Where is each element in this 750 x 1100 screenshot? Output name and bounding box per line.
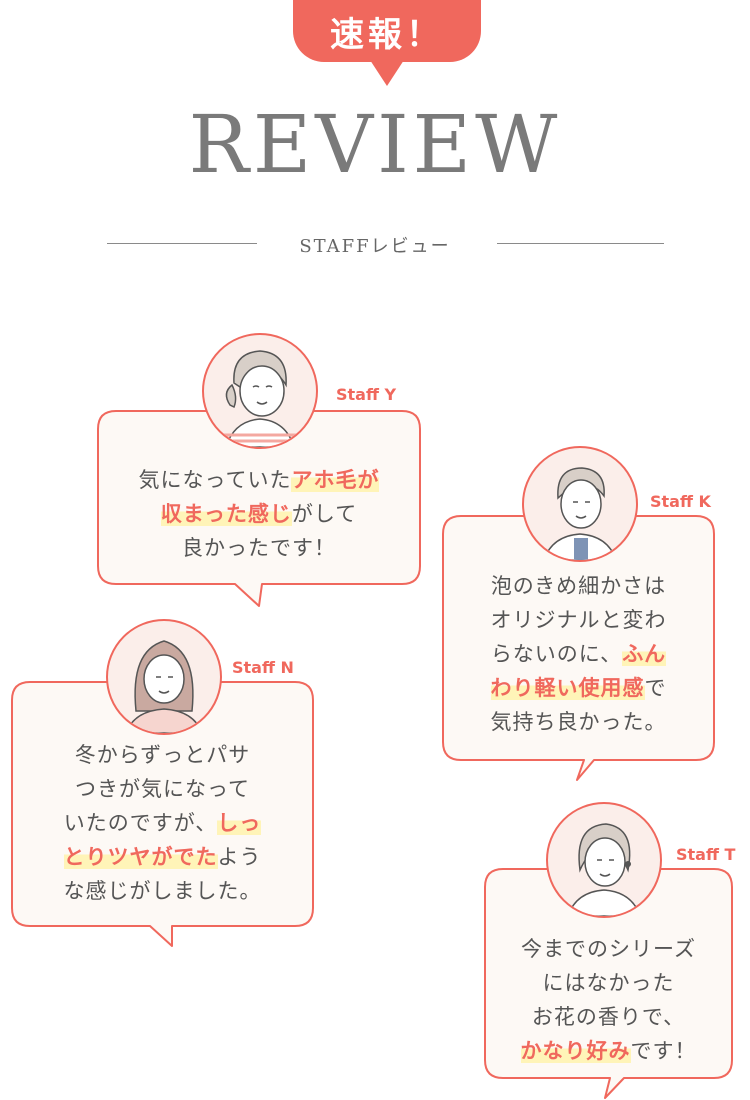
review-text-staff-y: 気になっていたアホ毛が 収まった感じがして 良かったです！ xyxy=(138,468,380,560)
breaking-news-badge: 速報！ xyxy=(293,0,481,62)
review-text-staff-t: 今までのシリーズ にはなかった お花の香りで、 かなり好みです！ xyxy=(520,937,697,1063)
person-icon xyxy=(567,823,641,916)
review-text-staff-k: 泡のきめ細かさは オリジナルと変わ らないのに、ふん わり軽い使用感で 気持ち良… xyxy=(490,574,667,734)
page-subtitle: STAFFレビュー xyxy=(299,236,451,257)
avatar-staff-y xyxy=(202,333,318,449)
staff-name-n: Staff N xyxy=(228,658,298,677)
staff-name-y: Staff Y xyxy=(332,385,401,404)
page-title: REVIEW xyxy=(188,98,562,191)
bubble-staff-n xyxy=(11,681,314,947)
avatar-staff-t xyxy=(546,802,662,918)
subtitle-rule-right xyxy=(497,243,664,244)
avatar-staff-n xyxy=(106,619,222,735)
subtitle-rule-left xyxy=(107,243,257,244)
avatar-staff-k xyxy=(522,446,638,562)
staff-name-k: Staff K xyxy=(646,492,715,511)
review-text-staff-n: 冬からずっとパサ つきが気になって いたのですが、しっ とりツヤがでたよう な感… xyxy=(63,743,262,903)
person-icon xyxy=(543,467,617,560)
staff-name-t: Staff T xyxy=(672,845,740,864)
person-icon xyxy=(222,350,298,447)
badge-tail xyxy=(370,60,404,86)
bubble-staff-k xyxy=(442,515,715,781)
person-icon xyxy=(125,640,203,733)
